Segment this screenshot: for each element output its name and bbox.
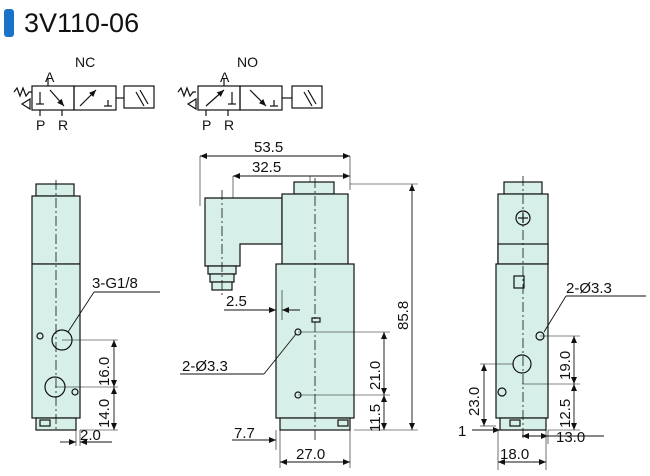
rear-view-dim-23: 23.0 bbox=[466, 387, 483, 416]
side-view: 53.5 32.5 85.8 21.0 11.5 bbox=[180, 139, 418, 468]
front-view-dim-14: 14.0 bbox=[96, 399, 113, 428]
side-view-dim-21: 21.0 bbox=[367, 361, 384, 390]
symbol-no-port-p: P bbox=[202, 117, 211, 133]
front-view-dim-2: 2.0 bbox=[80, 427, 101, 444]
symbol-nc-port-r: R bbox=[58, 117, 68, 133]
side-view-dim-27: 27.0 bbox=[296, 446, 325, 463]
symbol-nc: NC A P R bbox=[13, 54, 155, 133]
symbol-no-label: NO bbox=[237, 54, 258, 70]
symbol-nc-spring bbox=[13, 86, 32, 98]
side-view-connector bbox=[204, 197, 283, 267]
title-bar: 3V110-06 bbox=[4, 6, 139, 40]
rear-view: 2-Ø3.3 19.0 12.5 23.0 1 13.0 18.0 bbox=[458, 176, 646, 470]
symbol-no-triangle bbox=[186, 97, 197, 111]
front-view-cap bbox=[35, 183, 75, 197]
symbol-no-spring bbox=[177, 86, 196, 98]
side-view-dim-53-5: 53.5 bbox=[254, 139, 283, 156]
symbol-no: NO A P R bbox=[177, 54, 323, 133]
front-view: 3-G1/8 16.0 14.0 2.0 bbox=[31, 180, 160, 446]
rear-view-dim-12-5: 12.5 bbox=[557, 399, 574, 428]
side-view-hole-callout: 2-Ø3.3 bbox=[182, 358, 228, 375]
symbol-nc-label: NC bbox=[75, 54, 95, 70]
rear-view-body bbox=[495, 263, 549, 419]
front-view-dim-16: 16.0 bbox=[96, 357, 113, 386]
symbol-no-port-a: A bbox=[220, 69, 230, 85]
rear-view-dim-19: 19.0 bbox=[557, 351, 574, 380]
symbol-no-port-r: R bbox=[224, 117, 234, 133]
front-view-body bbox=[31, 263, 81, 419]
rear-view-dim-1: 1 bbox=[458, 423, 466, 440]
rear-view-dim-18: 18.0 bbox=[500, 446, 529, 463]
symbol-nc-solenoid bbox=[123, 85, 155, 109]
side-view-dim-11-5: 11.5 bbox=[367, 404, 384, 432]
symbol-no-solenoid bbox=[291, 85, 323, 109]
side-view-dim-32-5: 32.5 bbox=[252, 159, 281, 176]
symbol-nc-port-p: P bbox=[36, 117, 45, 133]
title-marker bbox=[4, 9, 14, 37]
rear-view-mount-hole-lower bbox=[497, 387, 507, 397]
symbol-nc-triangle bbox=[20, 97, 31, 111]
side-view-dim-7-7: 7.7 bbox=[234, 425, 255, 442]
symbol-nc-port-a: A bbox=[45, 69, 55, 85]
rear-view-hole-callout: 2-Ø3.3 bbox=[566, 280, 612, 297]
front-view-thread-callout: 3-G1/8 bbox=[92, 275, 138, 292]
page-title: 3V110-06 bbox=[24, 7, 140, 38]
side-view-dim-2-5: 2.5 bbox=[226, 293, 247, 310]
symbol-no-box-left bbox=[197, 85, 241, 111]
symbol-nc-box-left bbox=[31, 85, 75, 111]
side-view-dim-85-8: 85.8 bbox=[395, 301, 412, 330]
side-view-cap bbox=[293, 181, 335, 195]
rear-view-dim-13: 13.0 bbox=[556, 429, 585, 446]
